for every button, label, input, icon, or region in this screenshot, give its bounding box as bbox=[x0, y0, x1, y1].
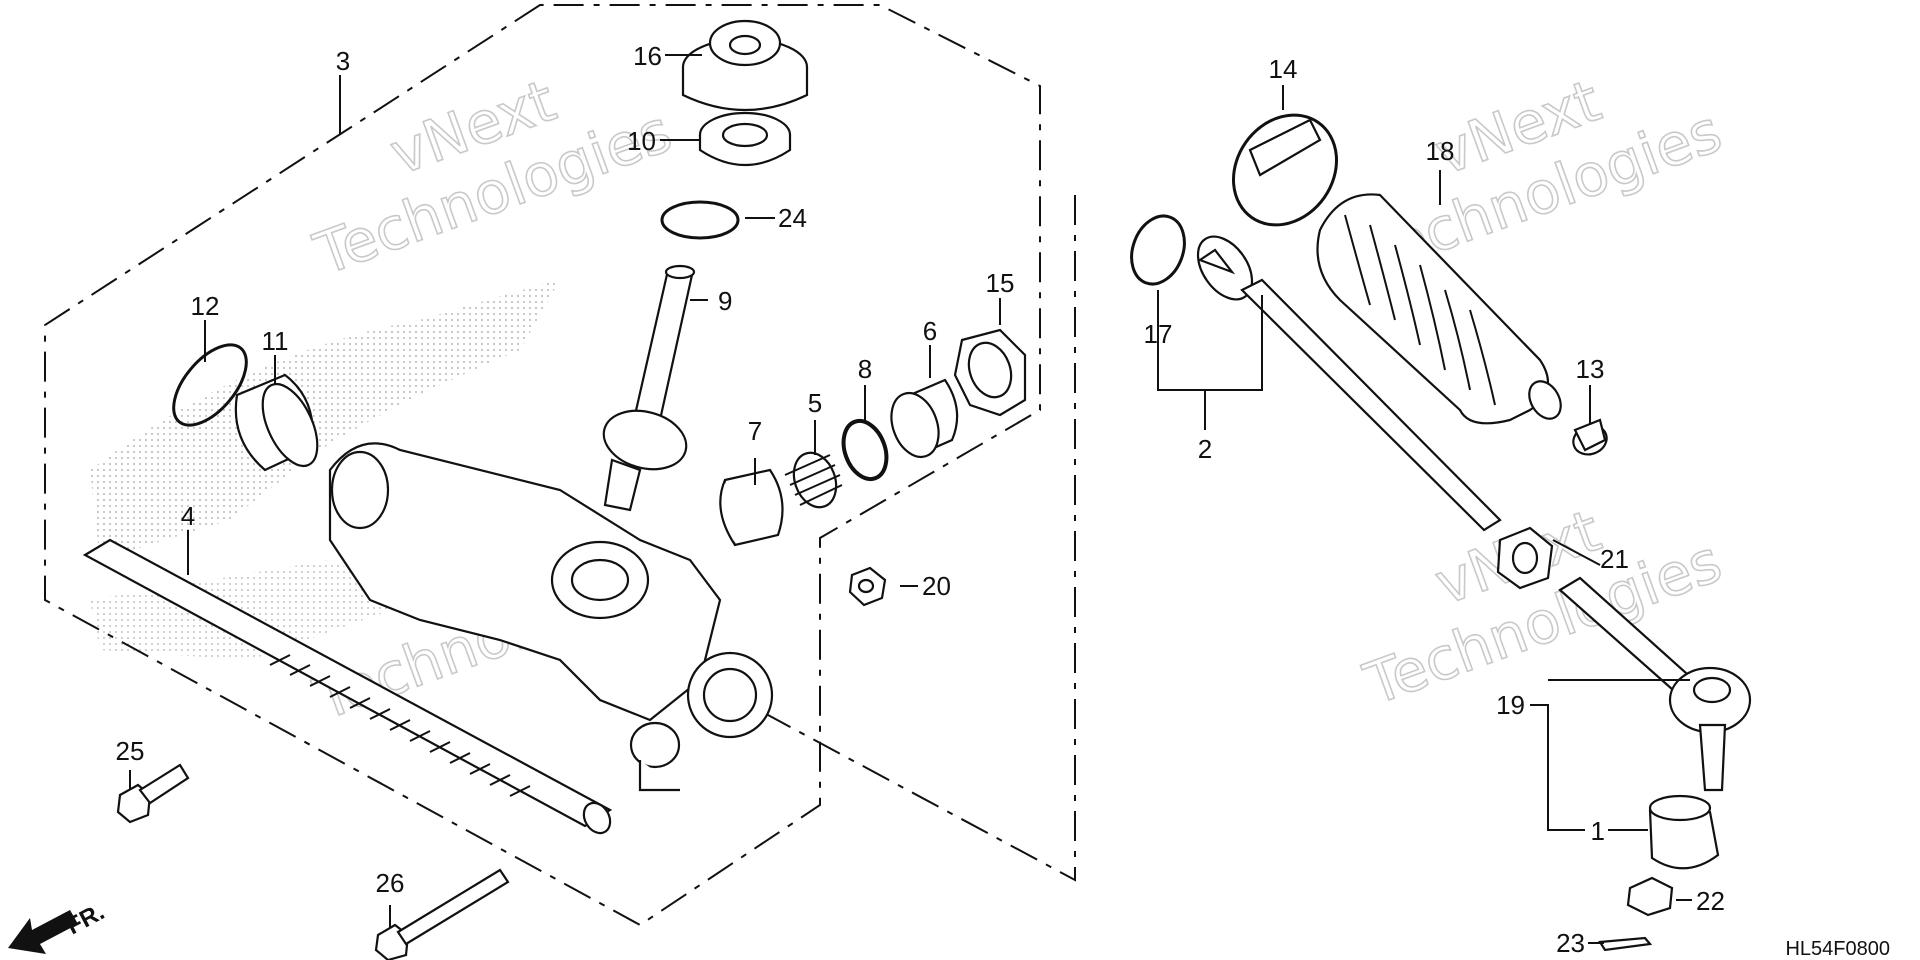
callout-26: 26 bbox=[376, 868, 405, 898]
oil-seal-part-10[interactable] bbox=[698, 111, 792, 166]
callout-12: 12 bbox=[191, 291, 220, 321]
callout-2: 2 bbox=[1198, 434, 1212, 464]
snap-ring-part-24[interactable] bbox=[660, 200, 740, 240]
tie-rod-end-part-19[interactable] bbox=[1558, 576, 1752, 792]
callout-16: 16 bbox=[633, 41, 662, 71]
pinion-shaft-part-9[interactable] bbox=[597, 264, 696, 512]
callout-6: 6 bbox=[923, 316, 937, 346]
callout-11: 11 bbox=[262, 326, 289, 356]
lock-nut-part-15[interactable] bbox=[953, 328, 1027, 417]
cotter-pin-part-23[interactable] bbox=[1598, 936, 1653, 952]
bushing-part-11[interactable] bbox=[234, 373, 329, 474]
callout-24: 24 bbox=[778, 203, 807, 233]
drawing-code: HL54F0800 bbox=[1785, 938, 1890, 960]
steering-rack-part-4[interactable] bbox=[82, 538, 615, 838]
leader-lines bbox=[129, 54, 1692, 944]
callout-4: 4 bbox=[181, 501, 195, 531]
bolt-part-26[interactable] bbox=[374, 868, 510, 960]
callout-14: 14 bbox=[1269, 54, 1298, 84]
dust-boot-part-18[interactable] bbox=[1316, 193, 1568, 425]
band-part-13[interactable] bbox=[1569, 418, 1611, 459]
front-arrow-icon bbox=[8, 910, 78, 954]
callout-8: 8 bbox=[858, 354, 872, 384]
callout-25: 25 bbox=[116, 736, 145, 766]
mount-cushion-part-16[interactable] bbox=[681, 19, 809, 112]
circlip-part-12[interactable] bbox=[160, 332, 260, 438]
callout-17: 17 bbox=[1144, 319, 1173, 349]
bolt-part-25[interactable] bbox=[116, 763, 190, 824]
callout-21: 21 bbox=[1600, 544, 1629, 574]
boot-clip-part-17[interactable] bbox=[1123, 209, 1194, 292]
castle-nut-part-22[interactable] bbox=[1626, 876, 1674, 917]
callout-7: 7 bbox=[748, 416, 762, 446]
callout-13: 13 bbox=[1576, 354, 1605, 384]
stipple-shade-lower bbox=[90, 560, 420, 660]
callout-3: 3 bbox=[336, 46, 350, 76]
ball-joint-boot-part-1[interactable] bbox=[1648, 794, 1720, 870]
group-boundary-tierod bbox=[739, 195, 1076, 882]
callout-19: 19 bbox=[1496, 690, 1525, 720]
callout-23: 23 bbox=[1556, 928, 1585, 958]
o-ring-part-8[interactable] bbox=[836, 415, 894, 485]
boot-band-part-14[interactable] bbox=[1212, 95, 1357, 245]
rack-guide-part-7[interactable] bbox=[719, 468, 784, 547]
callout-9: 9 bbox=[718, 286, 732, 316]
gearbox-housing-part-3[interactable] bbox=[328, 442, 774, 792]
group-boundary-gearbox bbox=[44, 4, 1041, 927]
callout-1: 1 bbox=[1591, 816, 1605, 846]
front-direction-indicator: FR. bbox=[8, 898, 109, 954]
spring-part-5[interactable] bbox=[784, 447, 843, 513]
front-indicator-label: FR. bbox=[62, 898, 109, 940]
tie-rod-part-2[interactable] bbox=[1187, 227, 1502, 532]
nut-part-20[interactable] bbox=[848, 566, 887, 607]
callout-15: 15 bbox=[986, 268, 1015, 298]
callout-labels: 3 16 10 24 9 12 11 4 7 5 8 6 15 20 25 26… bbox=[116, 41, 1725, 958]
adjust-screw-part-6[interactable] bbox=[883, 378, 959, 464]
callout-22: 22 bbox=[1696, 886, 1725, 916]
callout-5: 5 bbox=[808, 388, 822, 418]
callout-18: 18 bbox=[1426, 136, 1455, 166]
callout-10: 10 bbox=[627, 126, 656, 156]
stipple-shade bbox=[90, 280, 560, 560]
lock-nut-part-21[interactable] bbox=[1496, 526, 1554, 590]
callout-20: 20 bbox=[922, 571, 951, 601]
